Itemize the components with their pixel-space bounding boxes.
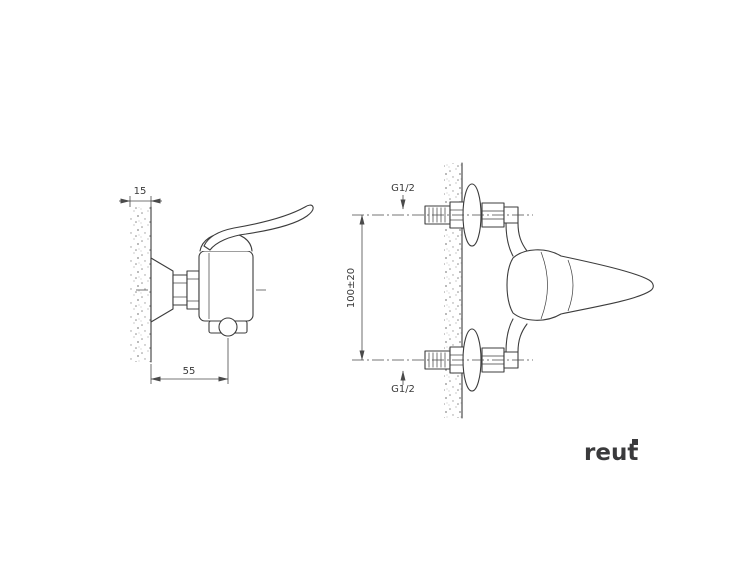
trademark-icon bbox=[632, 439, 638, 445]
thread-label-top: G1/2 bbox=[391, 183, 415, 210]
trunk-line bbox=[517, 323, 528, 353]
dimension-100-20: 100±20 bbox=[346, 214, 365, 361]
connector-nut bbox=[186, 270, 200, 310]
brand-name: reut bbox=[584, 440, 638, 466]
dimension-55-label: 55 bbox=[183, 366, 196, 377]
brand-logo: reut bbox=[584, 439, 638, 466]
thread-label-bottom: G1/2 bbox=[391, 370, 415, 395]
wall-hatch bbox=[444, 163, 462, 418]
trunk-line bbox=[505, 222, 514, 257]
dimension-15-label: 15 bbox=[134, 186, 147, 197]
handle-lever bbox=[203, 204, 314, 251]
handle-lever-plan bbox=[506, 249, 654, 321]
mixer-plan-body bbox=[505, 222, 654, 353]
dimension-55: 55 bbox=[150, 338, 229, 384]
thread-size-label: G1/2 bbox=[391, 384, 415, 395]
dimension-15: 15 bbox=[119, 186, 162, 207]
body-seam-arc bbox=[540, 251, 548, 320]
wall-hatch bbox=[130, 207, 151, 362]
mixer-side-assembly bbox=[150, 204, 314, 337]
plan-view: 100±20 G1/2 G1/2 bbox=[346, 162, 654, 419]
trunk-line bbox=[505, 318, 514, 353]
cap-seam-arc bbox=[567, 259, 574, 312]
valve-body bbox=[198, 250, 254, 322]
union-nut bbox=[172, 274, 188, 306]
thread-size-label: G1/2 bbox=[391, 183, 415, 194]
trunk-line bbox=[517, 222, 528, 252]
dimension-100-20-label: 100±20 bbox=[346, 268, 357, 308]
outlet-ball bbox=[218, 317, 238, 337]
escutcheon-cone bbox=[150, 257, 174, 323]
side-view: 15 55 bbox=[119, 186, 314, 384]
